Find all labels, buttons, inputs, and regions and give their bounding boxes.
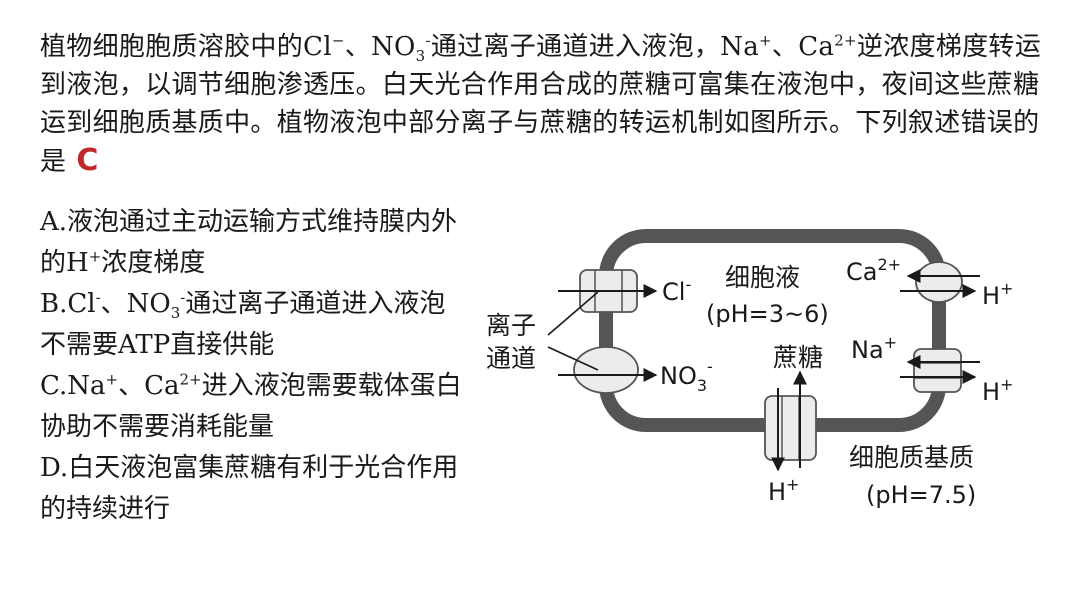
- option-b: B.Cl-、NO3-通过离子通道进入液泡不需要ATP直接供能: [40, 284, 470, 366]
- na-transporter: [913, 348, 962, 393]
- option-b-no3-charge: -: [180, 288, 186, 307]
- ca-label: Ca2+: [846, 255, 901, 286]
- no3-channel: [573, 346, 639, 394]
- option-b-cl: Cl: [67, 289, 96, 319]
- stem-text-5: 逆浓度梯度转运到液泡，以调节细胞渗透压。白天光合作用合成的蔗糖可富集在液泡中，夜…: [40, 32, 1042, 177]
- options-list: A.液泡通过主动运输方式维持膜内外的H+浓度梯度 B.Cl-、NO3-通过离子通…: [40, 202, 470, 530]
- option-c-na: Na: [67, 371, 106, 401]
- stem-text-3: 通过离子通道进入液泡，Na: [430, 32, 760, 62]
- na-charge: +: [759, 31, 772, 50]
- option-c-label: C.: [40, 371, 68, 401]
- h-label-3: H+: [768, 475, 799, 506]
- cytoplasm-ph: (pH=7.5): [866, 481, 976, 509]
- no3-subscript: 3: [415, 47, 426, 66]
- option-d: D.白天液泡富集蔗糖有利于光合作用的持续进行: [40, 448, 470, 530]
- sucrose-label: 蔗糖: [773, 343, 823, 372]
- stem-text-4: 、Ca: [771, 32, 835, 62]
- option-a-text: 液泡通过主动运输方式维持膜内外的H: [40, 207, 458, 278]
- channel-label-2: 通道: [486, 344, 536, 373]
- channel-pointer-2: [547, 346, 599, 371]
- option-a-h-charge: +: [88, 247, 102, 266]
- stem-text-1: 植物细胞胞质溶胶中的Cl: [40, 32, 332, 62]
- option-d-text: 白天液泡富集蔗糖有利于光合作用的持续进行: [40, 453, 459, 524]
- h-label-2: H+: [982, 375, 1013, 406]
- option-a-label: A.: [40, 207, 68, 237]
- sucrose-transporter: [764, 395, 817, 461]
- vacuole-label: 细胞液: [725, 263, 800, 292]
- h-label-1: H+: [982, 279, 1013, 310]
- channel-pointer-1: [547, 291, 599, 336]
- cl-label: Cl-: [662, 275, 691, 306]
- option-a: A.液泡通过主动运输方式维持膜内外的H+浓度梯度: [40, 202, 470, 284]
- vacuole-ph: (pH=3~6): [706, 300, 829, 328]
- option-c-text: 进入液泡需要载体蛋白协助不需要消耗能量: [40, 371, 462, 442]
- no3-label: NO3-: [660, 357, 713, 395]
- option-a-text-end: 浓度梯度: [101, 248, 206, 278]
- option-b-text: 通过离子通道进入液泡不需要ATP直接供能: [40, 289, 446, 360]
- na-label: Na+: [851, 333, 897, 364]
- option-b-label: B.: [40, 289, 68, 319]
- cl-charge: −: [331, 31, 345, 50]
- channel-label-1: 离子: [486, 311, 536, 340]
- answer-mark: C: [76, 143, 99, 178]
- option-b-cl-charge: -: [95, 288, 101, 307]
- option-d-label: D.: [40, 453, 69, 483]
- option-c-ca-charge: 2+: [179, 370, 202, 389]
- cytoplasm-label: 细胞质基质: [849, 443, 974, 472]
- ca-charge: 2+: [834, 31, 857, 50]
- option-b-no: 、NO: [100, 289, 171, 319]
- ca-transporter: [915, 261, 963, 303]
- stem-text-2: 、NO: [344, 32, 416, 62]
- option-c-na-charge: +: [105, 370, 119, 389]
- option-b-no3-subscript: 3: [170, 304, 181, 323]
- option-c: C.Na+、Ca2+进入液泡需要载体蛋白协助不需要消耗能量: [40, 366, 470, 448]
- option-c-ca: 、Ca: [118, 371, 180, 401]
- question-stem: 植物细胞胞质溶胶中的Cl−、NO3-通过离子通道进入液泡，Na+、Ca2+逆浓度…: [40, 28, 1050, 181]
- no3-charge: -: [425, 31, 431, 50]
